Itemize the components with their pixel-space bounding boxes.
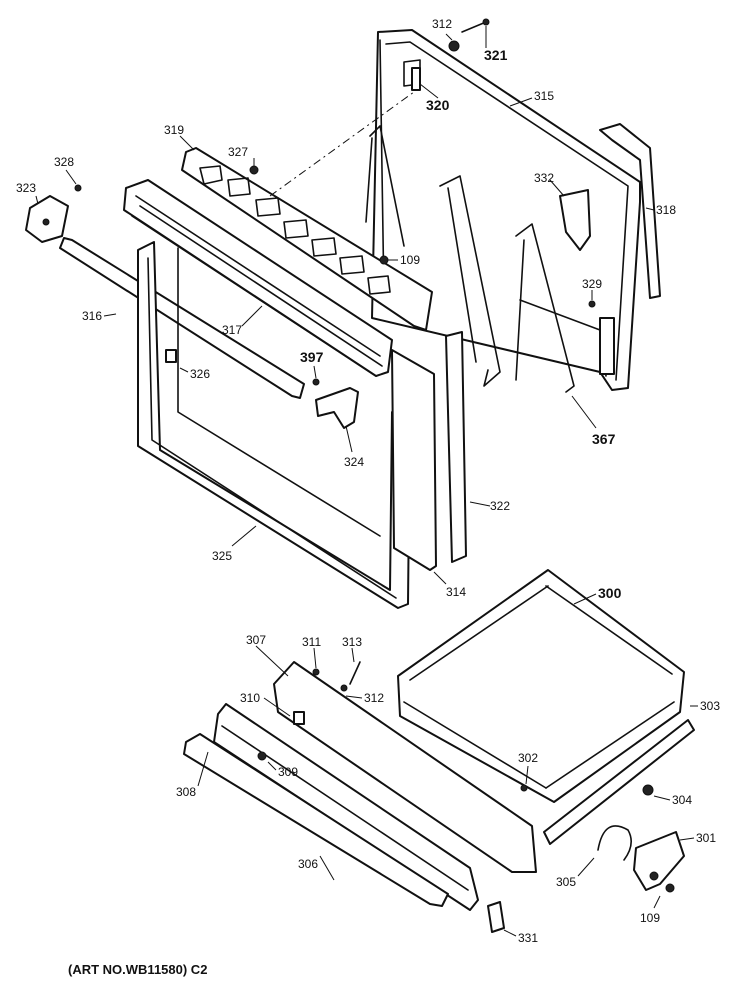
label-332: 332 (534, 171, 554, 185)
slide-rail-303 (543, 719, 695, 845)
roller-bracket-301 (633, 831, 685, 891)
label-320: 320 (426, 97, 450, 113)
hinge-block-324 (315, 387, 359, 429)
label-318: 318 (656, 203, 676, 217)
screw-321 (461, 18, 490, 33)
clip-310 (293, 711, 305, 725)
oven-rack-367 (365, 125, 575, 393)
label-304: 304 (672, 793, 692, 807)
label-300: 300 (598, 585, 622, 601)
label-303: 303 (700, 699, 720, 713)
label-314: 314 (446, 585, 466, 599)
label-397: 397 (300, 349, 324, 365)
leader-lines (35, 26, 698, 937)
label-109-upper: 109 (400, 253, 420, 267)
label-323: 323 (16, 181, 36, 195)
label-319: 319 (164, 123, 184, 137)
label-307: 307 (246, 633, 266, 647)
label-308: 308 (176, 785, 196, 799)
drawer-back-307 (273, 661, 537, 873)
side-channel-322 (445, 331, 467, 563)
alignment-line (269, 91, 415, 197)
label-324: 324 (344, 455, 364, 469)
label-326: 326 (190, 367, 210, 381)
label-313: 313 (342, 635, 362, 649)
clip-326 (165, 349, 177, 363)
door-trim-317 (123, 179, 393, 377)
screw-328 (74, 184, 82, 192)
screw-329 (588, 300, 596, 308)
label-328: 328 (54, 155, 74, 169)
label-317: 317 (222, 323, 242, 337)
spring-305 (597, 825, 632, 861)
label-315: 315 (534, 89, 554, 103)
screw-109-upper (379, 255, 389, 265)
label-327: 327 (228, 145, 248, 159)
washer-312-lower (340, 684, 348, 692)
label-331: 331 (518, 931, 538, 945)
latch-323 (25, 195, 69, 243)
bracket-331 (487, 901, 505, 933)
vent-bracket-319 (181, 147, 433, 331)
gasket-318 (599, 123, 661, 299)
door-glass-314 (391, 349, 437, 571)
label-312: 312 (432, 17, 452, 31)
label-329: 329 (582, 277, 602, 291)
label-301: 301 (696, 831, 716, 845)
insulation-block-332 (559, 189, 591, 251)
label-322: 322 (490, 499, 510, 513)
art-number-caption: (ART NO.WB11580) C2 (68, 962, 208, 977)
screw-327 (249, 165, 259, 175)
pin-320 (411, 67, 421, 91)
screw-309 (257, 751, 267, 761)
label-306: 306 (298, 857, 318, 871)
label-367: 367 (592, 431, 616, 447)
label-109-lower: 109 (640, 911, 660, 925)
label-325: 325 (212, 549, 232, 563)
nut-311 (312, 668, 320, 676)
label-312-lower: 312 (364, 691, 384, 705)
handle-bar-316 (59, 237, 305, 399)
nut-304 (642, 784, 654, 796)
label-321: 321 (484, 47, 508, 63)
screw-109-lower (665, 883, 675, 893)
screw-397 (312, 378, 320, 386)
screw-302 (520, 784, 528, 792)
drawer-handle-308 (183, 733, 449, 907)
label-310: 310 (240, 691, 260, 705)
drawer-body-300 (397, 569, 685, 803)
label-309: 309 (278, 765, 298, 779)
screw-313 (349, 661, 361, 685)
label-305: 305 (556, 875, 576, 889)
nut-312-upper (448, 40, 460, 52)
label-316: 316 (82, 309, 102, 323)
label-302: 302 (518, 751, 538, 765)
label-311: 311 (302, 635, 321, 649)
